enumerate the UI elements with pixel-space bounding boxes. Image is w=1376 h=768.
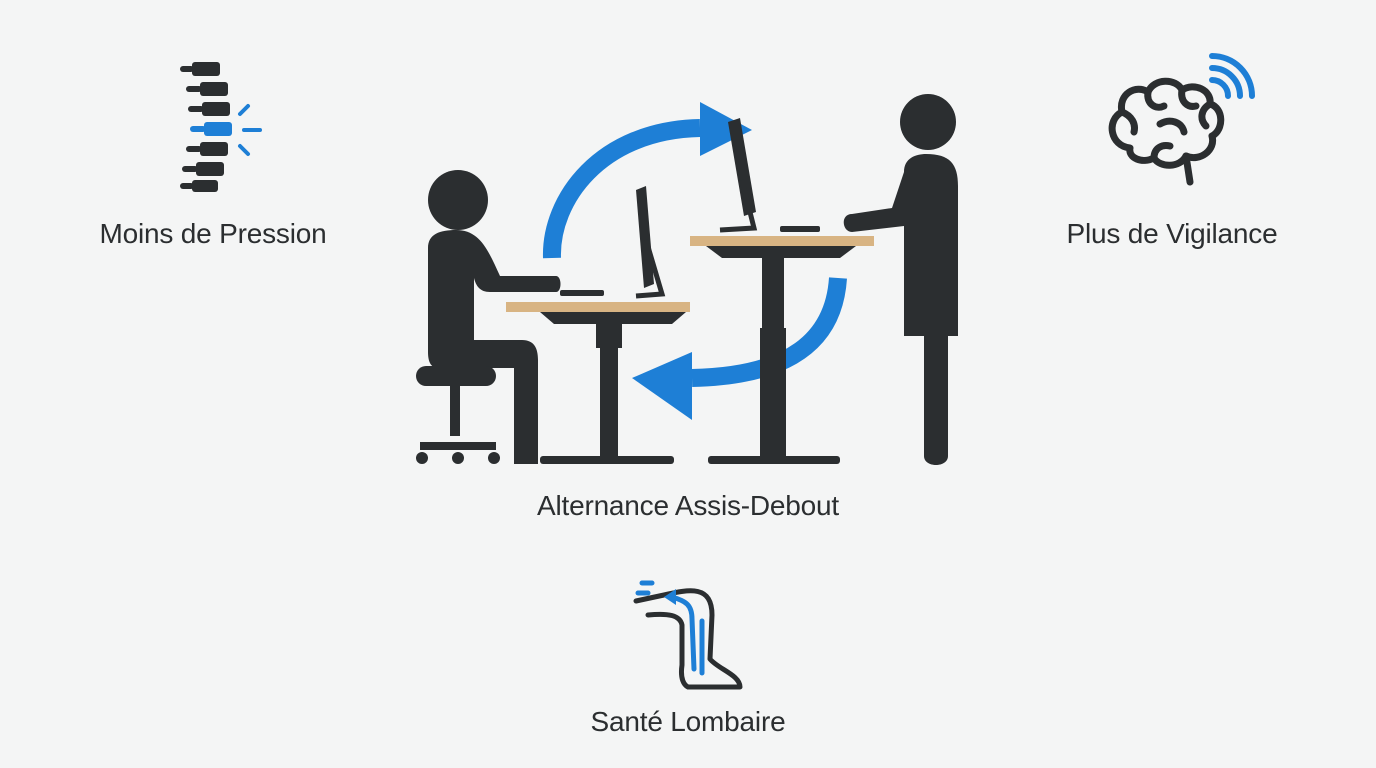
pressure-label: Moins de Pression [99,218,327,249]
leg-circulation-icon [633,580,743,690]
sitting-person-icon [416,170,561,464]
standing-person-icon [843,94,958,465]
vigilance-label: Plus de Vigilance [1066,218,1278,249]
brain-icon [1108,53,1255,186]
cycle-arrows-icon [542,102,847,420]
low-desk [506,186,690,464]
desk-scene [416,94,958,465]
lumbar-label: Santé Lombaire [590,706,786,737]
spine-icon [180,62,262,192]
center-caption: Alternance Assis-Debout [536,490,840,521]
high-desk [690,118,874,464]
